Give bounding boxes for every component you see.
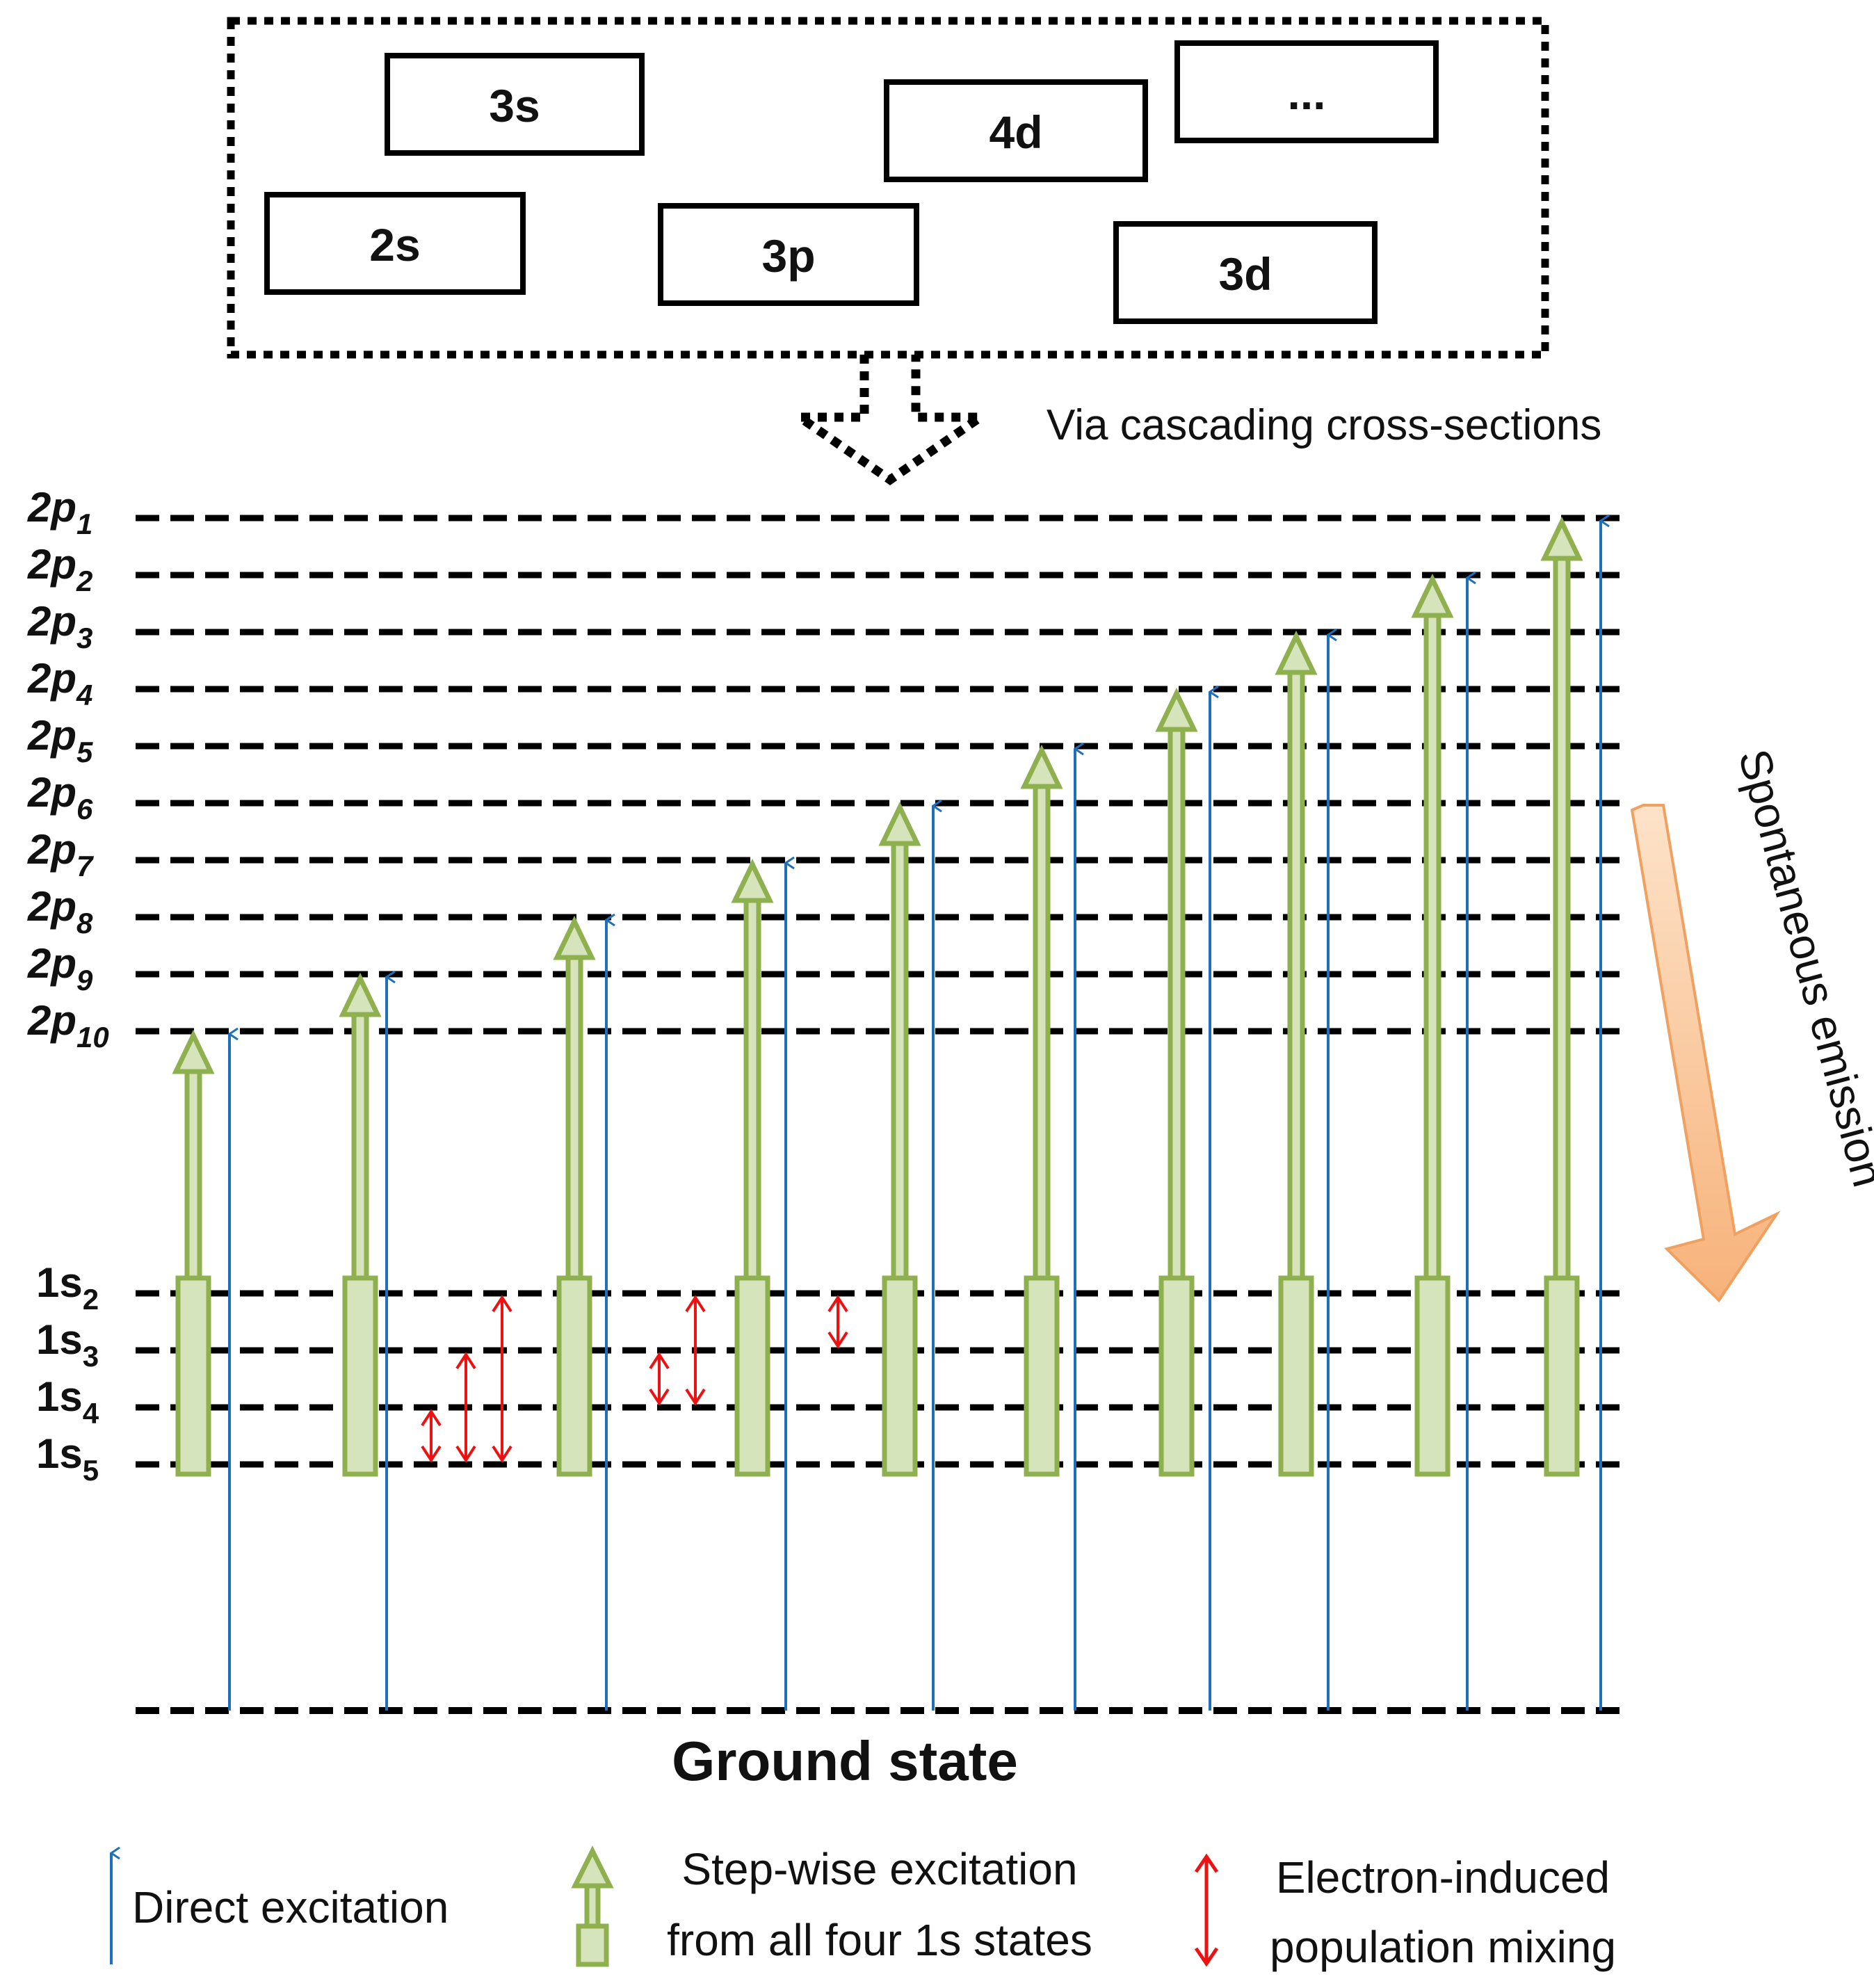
- legend-stepwise-line2: from all four 1s states: [667, 1915, 1092, 1965]
- legend: Direct excitation Step-wise excitation f…: [110, 1844, 1616, 1972]
- stepwise-arrows: [172, 516, 1583, 1477]
- level-2p-6-sub: 6: [76, 793, 93, 825]
- stepwise-arrow-2p3: [1275, 630, 1318, 1477]
- level-2p-4-sub: 4: [76, 679, 92, 711]
- level-2p-2-base: 2p: [27, 541, 76, 588]
- ground-state-label: Ground state: [672, 1730, 1018, 1792]
- legend-stepwise-arrow: [571, 1845, 614, 1967]
- level-2p-7-sub: 7: [76, 850, 94, 882]
- level-2p-10-sub: 10: [76, 1021, 109, 1053]
- stepwise-arrow-2p7: [731, 858, 774, 1477]
- level-1s-4-label: 1s4: [36, 1373, 99, 1430]
- emission-label: Spontaneous emission: [1729, 744, 1874, 1192]
- mixing-arrow-5: [685, 1295, 706, 1406]
- stepwise-arrow-2p8: [553, 915, 596, 1477]
- level-2p-5-label: 2p5: [27, 712, 93, 768]
- state-box-4d-label: 4d: [989, 106, 1042, 158]
- level-2p-7-label: 2p7: [27, 826, 94, 882]
- mixing-arrows: [421, 1295, 848, 1463]
- level-2p-5-base: 2p: [27, 712, 76, 759]
- emission-arrow: [1630, 804, 1781, 1303]
- level-2p-6-base: 2p: [27, 769, 76, 816]
- mixing-arrow-1: [421, 1409, 442, 1463]
- level-1s-3-sub: 3: [83, 1340, 99, 1373]
- stepwise-arrow-2p4: [1155, 687, 1198, 1477]
- stepwise-arrow-2p2: [1411, 573, 1454, 1477]
- state-box-3s: 3s: [385, 53, 645, 156]
- higher-states-enclosure: [227, 17, 1549, 359]
- mixing-arrow-3: [492, 1295, 512, 1463]
- level-1s-5-label: 1s5: [36, 1430, 99, 1487]
- level-2p-2-label: 2p2: [27, 541, 92, 597]
- state-box-more-label: ...: [1287, 67, 1325, 119]
- level-1s-3-label: 1s3: [36, 1316, 99, 1373]
- legend-mixing-line1: Electron-induced: [1276, 1852, 1610, 1902]
- level-1s-2-base: 1s: [36, 1259, 83, 1306]
- level-2p-2-sub: 2: [76, 565, 92, 597]
- level-1s-5-base: 1s: [36, 1430, 83, 1477]
- level-2p-3-label: 2p3: [27, 598, 92, 654]
- mixing-arrow-2: [455, 1352, 476, 1463]
- stepwise-arrow-2p1: [1540, 516, 1583, 1477]
- state-box-4d: 4d: [884, 79, 1148, 182]
- mixing-arrow-6: [827, 1295, 848, 1349]
- mixing-arrow-4: [649, 1352, 670, 1406]
- direct-arrows: [228, 521, 1601, 1711]
- stepwise-arrow-2p9: [339, 972, 382, 1477]
- level-2p-9-base: 2p: [27, 940, 76, 987]
- level-1s-2-sub: 2: [83, 1283, 99, 1316]
- cascade-label: Via cascading cross-sections: [1047, 401, 1601, 449]
- level-2p-6-label: 2p6: [27, 769, 93, 825]
- state-box-3p-label: 3p: [761, 230, 815, 282]
- state-box-2s-label: 2s: [369, 219, 420, 270]
- level-1s-4-base: 1s: [36, 1373, 83, 1420]
- level-2p-7-base: 2p: [27, 826, 76, 873]
- level-2p-8-base: 2p: [27, 883, 76, 930]
- level-2p-3-sub: 3: [76, 622, 92, 654]
- state-box-3d-label: 3d: [1218, 248, 1272, 300]
- level-1s-4-sub: 4: [83, 1397, 99, 1430]
- level-1s-5-sub: 5: [83, 1454, 99, 1487]
- level-1s-3-base: 1s: [36, 1316, 83, 1363]
- level-2p-5-sub: 5: [76, 736, 93, 768]
- state-box-3p: 3p: [658, 203, 919, 306]
- level-2p-1-label: 2p1: [27, 484, 92, 540]
- level-2p-1-sub: 1: [76, 508, 92, 540]
- stepwise-arrow-2p5: [1020, 744, 1063, 1477]
- state-box-3s-label: 3s: [489, 80, 540, 131]
- stepwise-arrow-2p6: [878, 801, 921, 1477]
- state-box-3d: 3d: [1113, 221, 1378, 324]
- level-2p-3-base: 2p: [27, 598, 76, 645]
- legend-stepwise-line1: Step-wise excitation: [681, 1844, 1077, 1894]
- level-2p-10-base: 2p: [27, 997, 76, 1044]
- level-2p-1-base: 2p: [27, 484, 76, 531]
- level-2p-10-label: 2p10: [27, 997, 109, 1053]
- cascade-arrow: [785, 355, 995, 485]
- level-2p-8-sub: 8: [76, 907, 93, 939]
- level-2p-4-label: 2p4: [27, 655, 92, 711]
- legend-direct-label: Direct excitation: [132, 1882, 449, 1932]
- level-2p-4-base: 2p: [27, 655, 76, 702]
- level-2p-8-label: 2p8: [27, 883, 93, 939]
- level-1s-2-label: 1s2: [36, 1259, 99, 1316]
- stepwise-arrow-2p10: [172, 1029, 215, 1477]
- legend-mixing-arrow: [1194, 1853, 1219, 1967]
- level-2p-9-label: 2p9: [27, 940, 93, 996]
- state-box-2s: 2s: [264, 192, 526, 295]
- legend-mixing-line2: population mixing: [1270, 1922, 1616, 1972]
- state-box-more: ...: [1174, 40, 1439, 143]
- level-2p-9-sub: 9: [76, 964, 93, 996]
